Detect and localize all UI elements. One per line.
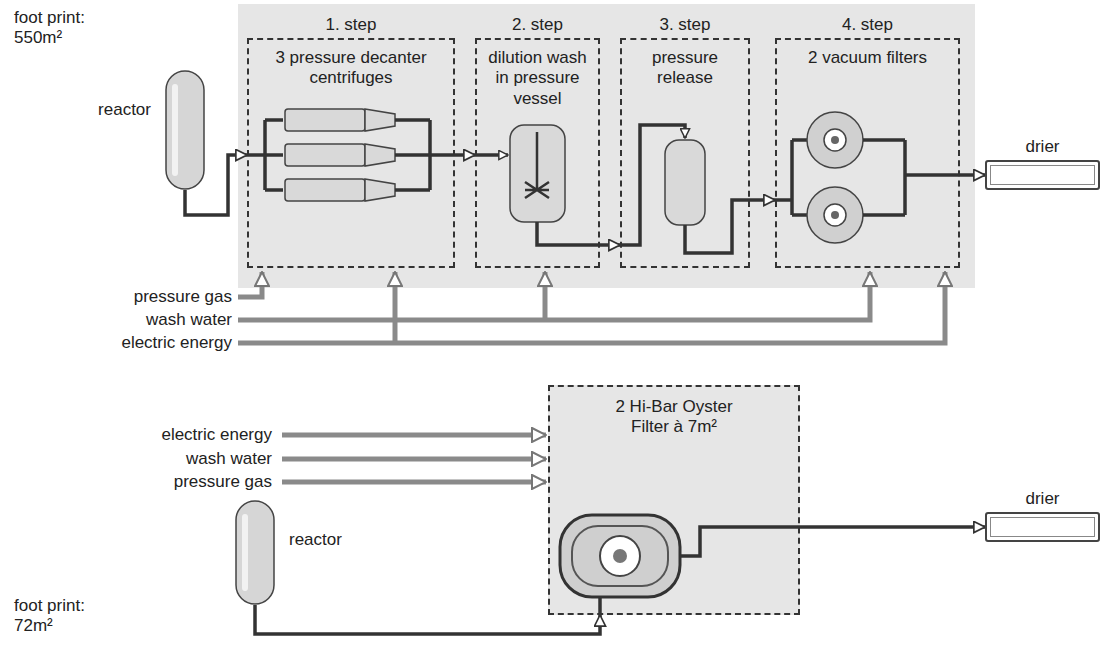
centrifuge-symbol (365, 179, 395, 201)
vessel-outline (166, 71, 204, 189)
utility-line (543, 272, 548, 320)
centrifuge-symbol (395, 120, 455, 190)
centrifuge-symbol (285, 179, 365, 201)
step-heading: 2. step (447, 15, 628, 35)
node-label: drier (957, 137, 1108, 157)
oyster-filter-symbol (613, 549, 627, 563)
pressure-vessel-symbol (475, 125, 600, 245)
node-label: 2 vacuum filters (777, 40, 958, 68)
oyster-filter-symbol (560, 515, 800, 615)
shaded-panel (238, 4, 975, 288)
oyster-filter-symbol (680, 527, 800, 556)
process-step-box: 4. step2 vacuum filters (775, 38, 960, 268)
drier-box: drier (985, 512, 1100, 542)
oyster-filter-symbol (572, 526, 668, 586)
pressure-vessel-symbol (525, 132, 549, 198)
utility-line (282, 480, 546, 485)
pressure-vessel-symbol (475, 153, 508, 157)
node-label: 3 pressure decanter centrifuges (249, 40, 453, 89)
utility-label: wash water (146, 310, 232, 330)
utility-label: wash water (186, 449, 272, 469)
vessel-outline (236, 501, 274, 604)
utility-label: pressure gas (174, 472, 272, 492)
centrifuge-symbol (247, 120, 283, 190)
flow-connector (750, 198, 775, 202)
release-vessel-symbol (685, 200, 750, 253)
step-heading: 3. step (592, 15, 778, 35)
vessel-outline (172, 84, 178, 176)
utility-label: electric energy (121, 333, 232, 353)
node-label: pressure release (622, 40, 748, 89)
footprint-note: foot print: 72m² (14, 596, 114, 636)
centrifuge-symbol (285, 144, 365, 166)
centrifuge-symbol (247, 109, 455, 201)
centrifuge-symbol (365, 109, 395, 131)
centrifuge-symbol (285, 109, 395, 201)
vessel-outline (235, 500, 275, 605)
vacuum-filter-symbol (831, 211, 839, 219)
reactor-vessel: reactor (235, 500, 275, 605)
flow-connector (800, 525, 985, 529)
vacuum-filter-symbol (807, 187, 863, 243)
centrifuge-symbol (285, 109, 365, 131)
utility-line (238, 272, 262, 297)
vacuum-filter-symbol (824, 204, 846, 226)
vacuum-filter-symbol (831, 136, 839, 144)
vacuum-filter-symbol (824, 129, 846, 151)
step-heading: 1. step (219, 15, 483, 35)
process-step-box: 1. step3 pressure decanter centrifuges (247, 38, 455, 268)
vessel-outline (242, 514, 248, 591)
release-vessel-symbol (620, 125, 750, 253)
utility-line (282, 433, 546, 438)
flow-connector (960, 173, 985, 177)
centrifuge-symbol (365, 144, 395, 166)
node-label: dilution wash in pressure vessel (477, 40, 598, 109)
oyster-filter-symbol (560, 515, 680, 597)
drier-box: drier (985, 160, 1100, 190)
vacuum-filter-symbol (775, 112, 960, 243)
utility-label: pressure gas (134, 287, 232, 307)
vacuum-filter-symbol (807, 112, 863, 168)
footprint-note: foot print: 550m² (14, 8, 114, 48)
flow-connector (455, 153, 475, 157)
vacuum-filter-symbol (863, 140, 960, 215)
process-step-box: 2 Hi-Bar Oyster Filter à 7m² (548, 385, 800, 615)
utility-line (393, 272, 398, 343)
process-step-box: 2. stepdilution wash in pressure vessel (475, 38, 600, 268)
utility-line (238, 272, 945, 482)
node-label: reactor (289, 530, 342, 550)
utility-line (238, 272, 870, 320)
utility-line (238, 272, 945, 343)
step-heading: 4. step (747, 15, 988, 35)
oyster-filter-symbol (600, 536, 640, 576)
process-step-box: 3. steppressure release (620, 38, 750, 268)
oyster-filter-symbol (598, 597, 602, 615)
pressure-vessel-symbol (510, 125, 565, 222)
utility-label: electric energy (161, 425, 272, 445)
node-label: drier (957, 489, 1108, 509)
vessel-outline (165, 70, 205, 190)
pressure-vessel-symbol (537, 222, 600, 245)
node-label: 2 Hi-Bar Oyster Filter à 7m² (550, 387, 798, 438)
release-vessel-symbol (665, 140, 705, 225)
utility-line (282, 457, 546, 462)
vacuum-filter-symbol (775, 140, 807, 215)
node-label: reactor (98, 100, 151, 120)
flow-connector (600, 243, 620, 247)
shaded-panel (548, 385, 800, 615)
reactor-vessel: reactor (165, 70, 205, 190)
